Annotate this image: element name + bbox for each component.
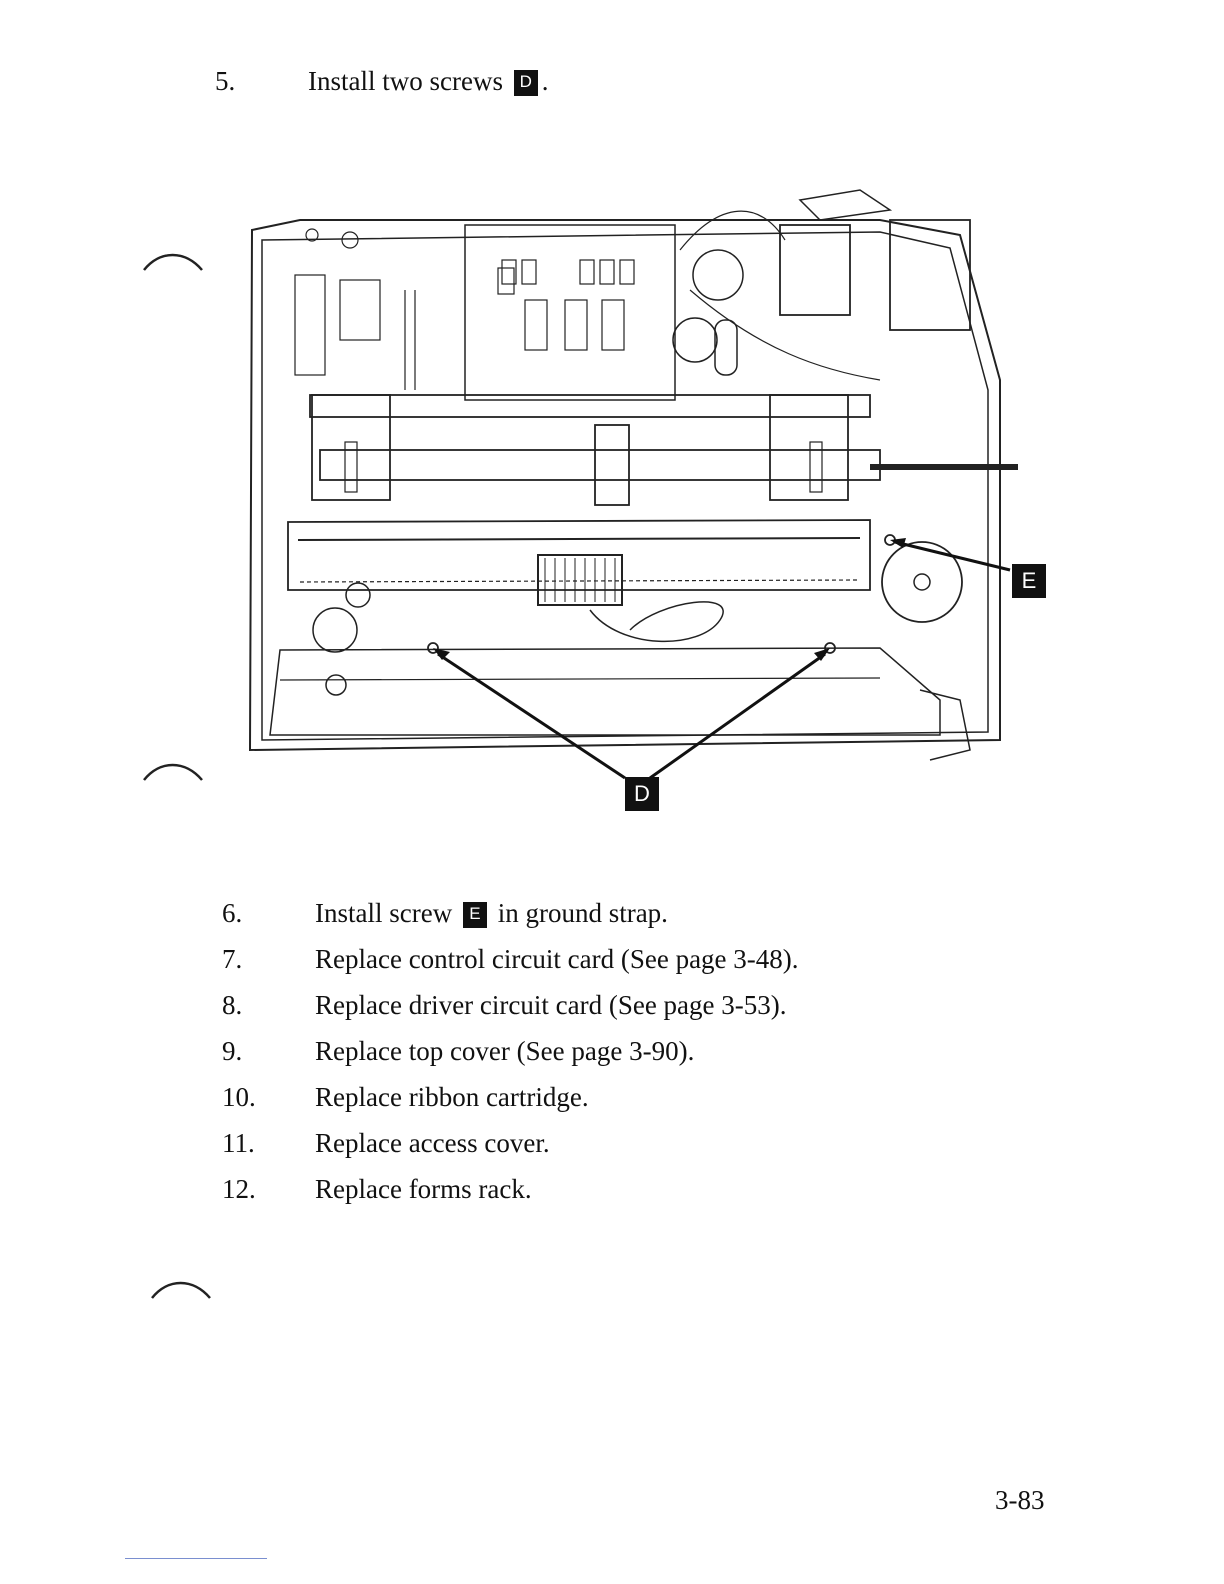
step-text: Replace ribbon cartridge.: [315, 1080, 589, 1114]
footer-rule: [125, 1558, 267, 1559]
step-text: Replace control circuit card (See page 3…: [315, 942, 799, 976]
step-text: Install screw: [315, 898, 459, 928]
transformer: [780, 225, 850, 315]
control-circuit-card: [465, 225, 675, 400]
step-number: 11.: [222, 1126, 255, 1160]
printer-assembly-illustration: [240, 180, 1030, 820]
page-number: 3-83: [995, 1483, 1045, 1517]
upper-rail: [310, 395, 870, 417]
print-head: [538, 555, 622, 605]
binder-hole-mark: [140, 755, 210, 785]
step-number: 9.: [222, 1034, 242, 1068]
step-number: 5.: [215, 64, 235, 98]
printer-base-outline: [250, 220, 1000, 750]
callout-e: E: [1012, 564, 1046, 598]
step-number: 12.: [222, 1172, 256, 1206]
screw-e-badge: E: [463, 902, 487, 928]
step-text: Replace top cover (See page 3-90).: [315, 1034, 694, 1068]
binder-hole-mark: [140, 245, 210, 275]
step-text: Install two screws: [308, 66, 510, 96]
screw-d-badge: D: [514, 70, 538, 96]
binder-hole-mark: [148, 1273, 218, 1303]
step-text: Replace forms rack.: [315, 1172, 532, 1206]
step-number: 6.: [222, 896, 242, 930]
callout-leader-lines: [438, 542, 1010, 778]
step-text: Replace access cover.: [315, 1126, 550, 1160]
step-number: 7.: [222, 942, 242, 976]
step-text-end: in ground strap.: [491, 898, 668, 928]
callout-d: D: [625, 777, 659, 811]
step-number: 10.: [222, 1080, 256, 1114]
step-text: Replace driver circuit card (See page 3-…: [315, 988, 787, 1022]
step-number: 8.: [222, 988, 242, 1022]
step-text-end: .: [542, 66, 549, 96]
